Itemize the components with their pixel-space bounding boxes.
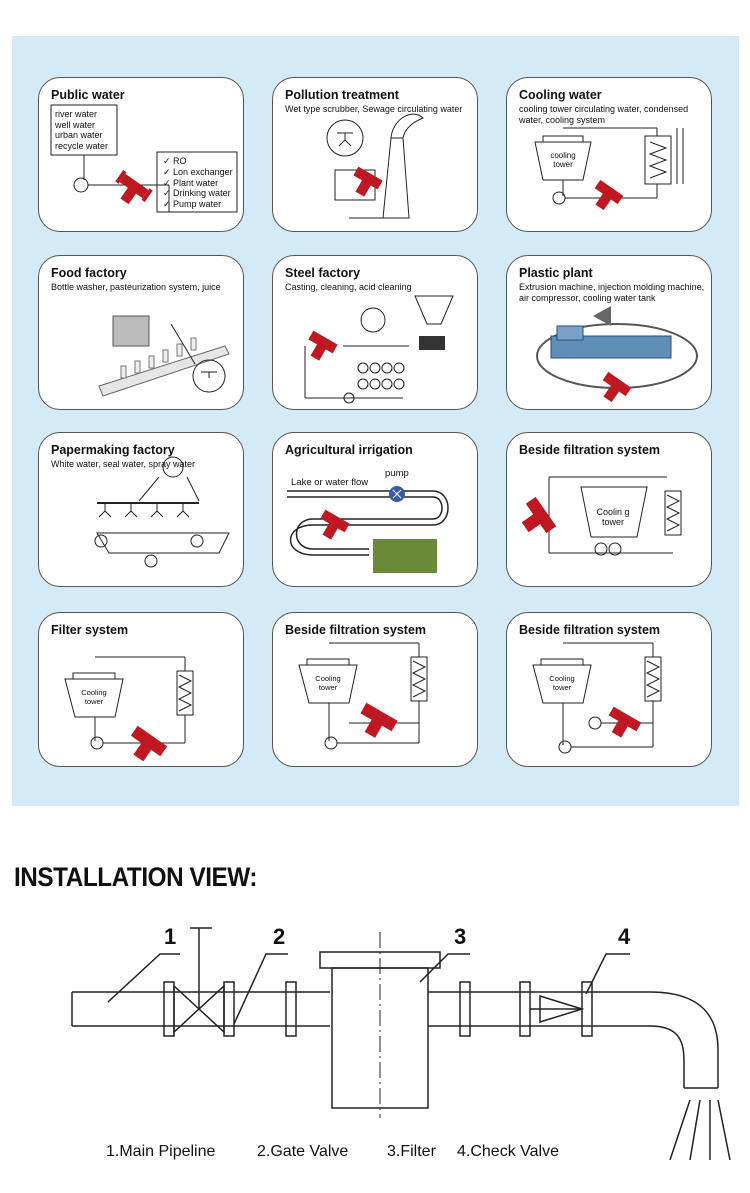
source-item: recycle water bbox=[55, 140, 109, 151]
y-filter-icon bbox=[130, 725, 168, 762]
check-icon: ✓ bbox=[163, 177, 174, 188]
tower-label: Cooling tower bbox=[81, 688, 107, 706]
card-title: Food factory bbox=[51, 266, 127, 280]
tower-label: Cooling tower bbox=[315, 674, 341, 692]
card-description: Extrusion machine, injection molding mac… bbox=[519, 282, 705, 303]
legend-main-pipeline: 1.Main Pipeline bbox=[106, 1143, 216, 1160]
irrigation-diagram bbox=[287, 486, 449, 573]
card-description: White water, seal water, spray water bbox=[51, 459, 196, 469]
lake-label: Lake or water flow bbox=[291, 477, 369, 488]
callout-number: 2 bbox=[273, 924, 286, 949]
card-beside-filtration-3: Beside filtration system Cooling tower bbox=[506, 612, 712, 767]
food-factory-diagram bbox=[98, 315, 230, 397]
y-filter-icon bbox=[115, 169, 153, 205]
source-item: river water bbox=[55, 109, 98, 119]
card-description: Wet type scrubber, Sewage circulating wa… bbox=[285, 104, 463, 114]
check-icon: ✓ bbox=[163, 156, 174, 166]
card-title: Pollution treatment bbox=[285, 88, 399, 102]
card-description: cooling tower circulating water, condens… bbox=[519, 104, 689, 125]
card-public-water: Public water river water well water urba… bbox=[38, 77, 244, 232]
card-title: Papermaking factory bbox=[51, 443, 175, 457]
card-title: Beside filtration system bbox=[285, 623, 427, 637]
callout-number: 3 bbox=[454, 924, 467, 949]
pump-label: pump bbox=[385, 468, 409, 479]
card-agricultural-irrigation: Agricultural irrigation Lake or water fl… bbox=[272, 432, 478, 587]
y-filter-icon bbox=[602, 371, 632, 403]
y-filter-icon bbox=[360, 702, 398, 738]
legend-filter: 3.Filter bbox=[387, 1143, 436, 1160]
source-item: well water bbox=[55, 119, 96, 130]
y-filter-icon bbox=[353, 166, 383, 197]
callout-number: 4 bbox=[618, 924, 631, 949]
card-title: Agricultural irrigation bbox=[285, 443, 413, 457]
tower-label: cooling tower bbox=[550, 151, 576, 169]
y-filter-icon bbox=[308, 330, 338, 361]
public-water-diagram bbox=[50, 104, 238, 213]
tower-label: Coolin g tower bbox=[596, 507, 630, 527]
card-title: Filter system bbox=[51, 623, 129, 637]
check-icon: ✓ bbox=[163, 199, 174, 210]
papermaking-diagram bbox=[94, 456, 230, 568]
card-description: Bottle washer, pasteurization system, ju… bbox=[51, 282, 221, 292]
card-beside-filtration-2: Beside filtration system Cooling tower bbox=[272, 612, 478, 767]
legend-check-valve: 4.Check Valve bbox=[457, 1143, 559, 1160]
card-steel-factory: Steel factory Casting, cleaning, acid cl… bbox=[272, 255, 478, 410]
beside-filtration-diagram bbox=[532, 642, 662, 754]
pollution-diagram bbox=[326, 113, 424, 219]
installation-drawing bbox=[71, 927, 731, 1160]
y-filter-icon bbox=[521, 496, 557, 534]
callout-number: 1 bbox=[164, 924, 177, 949]
legend-gate-valve: 2.Gate Valve bbox=[257, 1143, 349, 1160]
check-icon: ✓ bbox=[163, 188, 174, 199]
y-filter-icon bbox=[608, 706, 642, 738]
card-papermaking-factory: Papermaking factory White water, seal wa… bbox=[38, 432, 244, 587]
cooling-water-diagram bbox=[534, 127, 684, 211]
card-title: Beside filtration system bbox=[519, 623, 661, 637]
card-title: Steel factory bbox=[285, 266, 361, 280]
card-title: Plastic plant bbox=[519, 266, 593, 280]
card-food-factory: Food factory Bottle washer, pasteurizati… bbox=[38, 255, 244, 410]
beside-filtration-diagram bbox=[521, 476, 682, 556]
card-description: Casting, cleaning, acid cleaning bbox=[285, 282, 412, 292]
card-title: Cooling water bbox=[519, 88, 602, 102]
card-plastic-plant: Plastic plant Extrusion machine, injecti… bbox=[506, 255, 712, 410]
plastic-plant-diagram bbox=[536, 306, 698, 403]
card-cooling-water: Cooling water cooling tower circulating … bbox=[506, 77, 712, 232]
installation-heading: INSTALLATION VIEW: bbox=[14, 862, 257, 892]
y-filter-icon bbox=[320, 509, 350, 540]
source-item: urban water bbox=[55, 130, 103, 140]
filter-system-diagram bbox=[64, 656, 194, 762]
card-title: Beside filtration system bbox=[519, 443, 661, 457]
card-filter-system: Filter system Cooling tower bbox=[38, 612, 244, 767]
card-title: Public water bbox=[51, 88, 125, 102]
card-beside-filtration-1: Beside filtration system Coolin g tower bbox=[506, 432, 712, 587]
check-icon: ✓ bbox=[163, 166, 174, 177]
card-pollution-treatment: Pollution treatment Wet type scrubber, S… bbox=[272, 77, 478, 232]
y-filter-icon bbox=[594, 179, 624, 211]
tower-label: Cooling tower bbox=[549, 674, 575, 692]
steel-factory-diagram bbox=[304, 295, 454, 404]
beside-filtration-diagram bbox=[298, 642, 428, 750]
